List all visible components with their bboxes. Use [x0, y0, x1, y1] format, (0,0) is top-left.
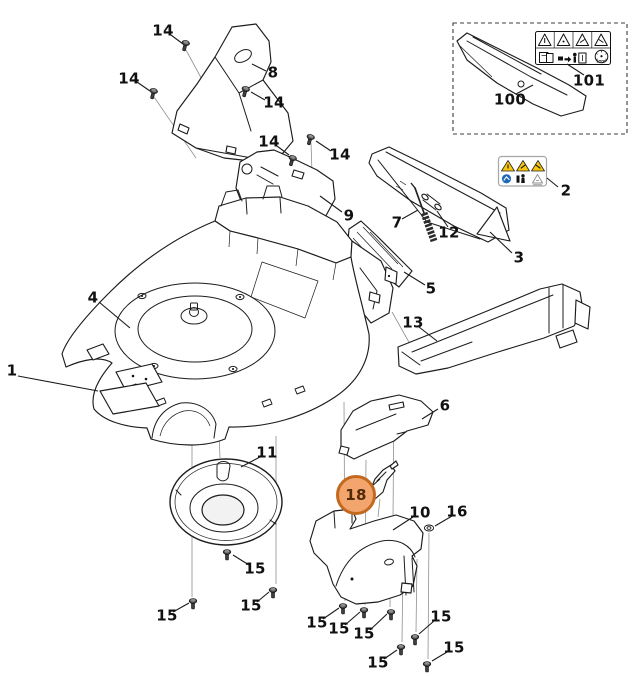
- screw-15-icon: [410, 634, 420, 646]
- callout-101[interactable]: 101: [572, 71, 606, 90]
- warning-triangle-icon: [501, 160, 545, 172]
- callout-11[interactable]: 11: [256, 443, 278, 462]
- bystander-warning-icon: [516, 174, 525, 183]
- callout-14-5[interactable]: 14: [329, 145, 351, 164]
- part-6-guard: [338, 394, 434, 460]
- callout-13[interactable]: 13: [402, 313, 424, 332]
- callout-16[interactable]: 16: [446, 502, 468, 521]
- part-12-pin: [421, 193, 442, 211]
- stop-dial-icon: STOP: [594, 49, 609, 64]
- callout-9[interactable]: 9: [343, 206, 355, 225]
- screw-15-icon: [396, 644, 406, 656]
- callout-14-1[interactable]: 14: [152, 21, 174, 40]
- callout-7[interactable]: 7: [391, 213, 403, 232]
- callout-100[interactable]: 100: [493, 90, 527, 109]
- screw-15-icon: [268, 587, 278, 599]
- manual-pages-icon: [539, 52, 554, 63]
- screw-15-icon: [188, 598, 198, 610]
- callout-1[interactable]: 1: [6, 361, 18, 380]
- safety-label-2: [497, 155, 548, 187]
- safety-label-101: STOP: [535, 31, 611, 65]
- inset-box: STOP: [452, 22, 628, 135]
- read-manual-icon: [501, 174, 512, 184]
- callout-15-8[interactable]: 15: [367, 653, 389, 672]
- callout-8[interactable]: 8: [267, 63, 279, 82]
- part-1-nameplate: [99, 382, 160, 415]
- callout-12[interactable]: 12: [438, 223, 460, 242]
- operator-instruction-icon: [558, 52, 587, 64]
- screw-15-icon: [359, 607, 369, 619]
- callout-10[interactable]: 10: [409, 503, 431, 522]
- hazard-warning-icon: [532, 174, 543, 186]
- part-10-housing: [309, 508, 424, 605]
- stop-text: STOP: [596, 60, 607, 64]
- callout-18-highlighted[interactable]: 18: [336, 475, 376, 515]
- callout-14-4[interactable]: 14: [258, 132, 280, 151]
- screw-15-icon: [222, 549, 232, 561]
- part-13-chute: [397, 283, 591, 375]
- callout-14-2[interactable]: 14: [118, 69, 140, 88]
- inset-dashed-border: [452, 22, 628, 135]
- callout-15-9[interactable]: 15: [443, 638, 465, 657]
- deck-bosses: [137, 292, 245, 373]
- screw-15-icon: [422, 661, 432, 673]
- callout-14-3[interactable]: 14: [263, 93, 285, 112]
- callout-15-3[interactable]: 15: [240, 596, 262, 615]
- callout-3[interactable]: 3: [513, 248, 525, 267]
- washer-16-icon: [423, 524, 435, 532]
- callout-6[interactable]: 6: [439, 396, 451, 415]
- screw-15-icon: [338, 603, 348, 615]
- screw-14-icon: [147, 87, 159, 101]
- screw-15-icon: [386, 609, 396, 621]
- warning-triangle-icon: [538, 33, 608, 46]
- screw-14-icon: [179, 39, 191, 53]
- screw-14-icon: [304, 133, 316, 147]
- callout-15-5[interactable]: 15: [328, 619, 350, 638]
- callout-15-4[interactable]: 15: [306, 613, 328, 632]
- leader-lines: [17, 34, 585, 662]
- callout-15-2[interactable]: 15: [156, 606, 178, 625]
- part-7-spring: [410, 182, 438, 243]
- callout-4[interactable]: 4: [87, 288, 99, 307]
- callout-2[interactable]: 2: [560, 181, 572, 200]
- callout-5[interactable]: 5: [425, 279, 437, 298]
- callout-15-1[interactable]: 15: [244, 559, 266, 578]
- callout-15-6[interactable]: 15: [353, 624, 375, 643]
- part-3-deflector: [368, 146, 511, 243]
- part-11-belt-cover: [169, 458, 283, 546]
- callout-15-7[interactable]: 15: [430, 607, 452, 626]
- part-100-deflector: [456, 32, 587, 117]
